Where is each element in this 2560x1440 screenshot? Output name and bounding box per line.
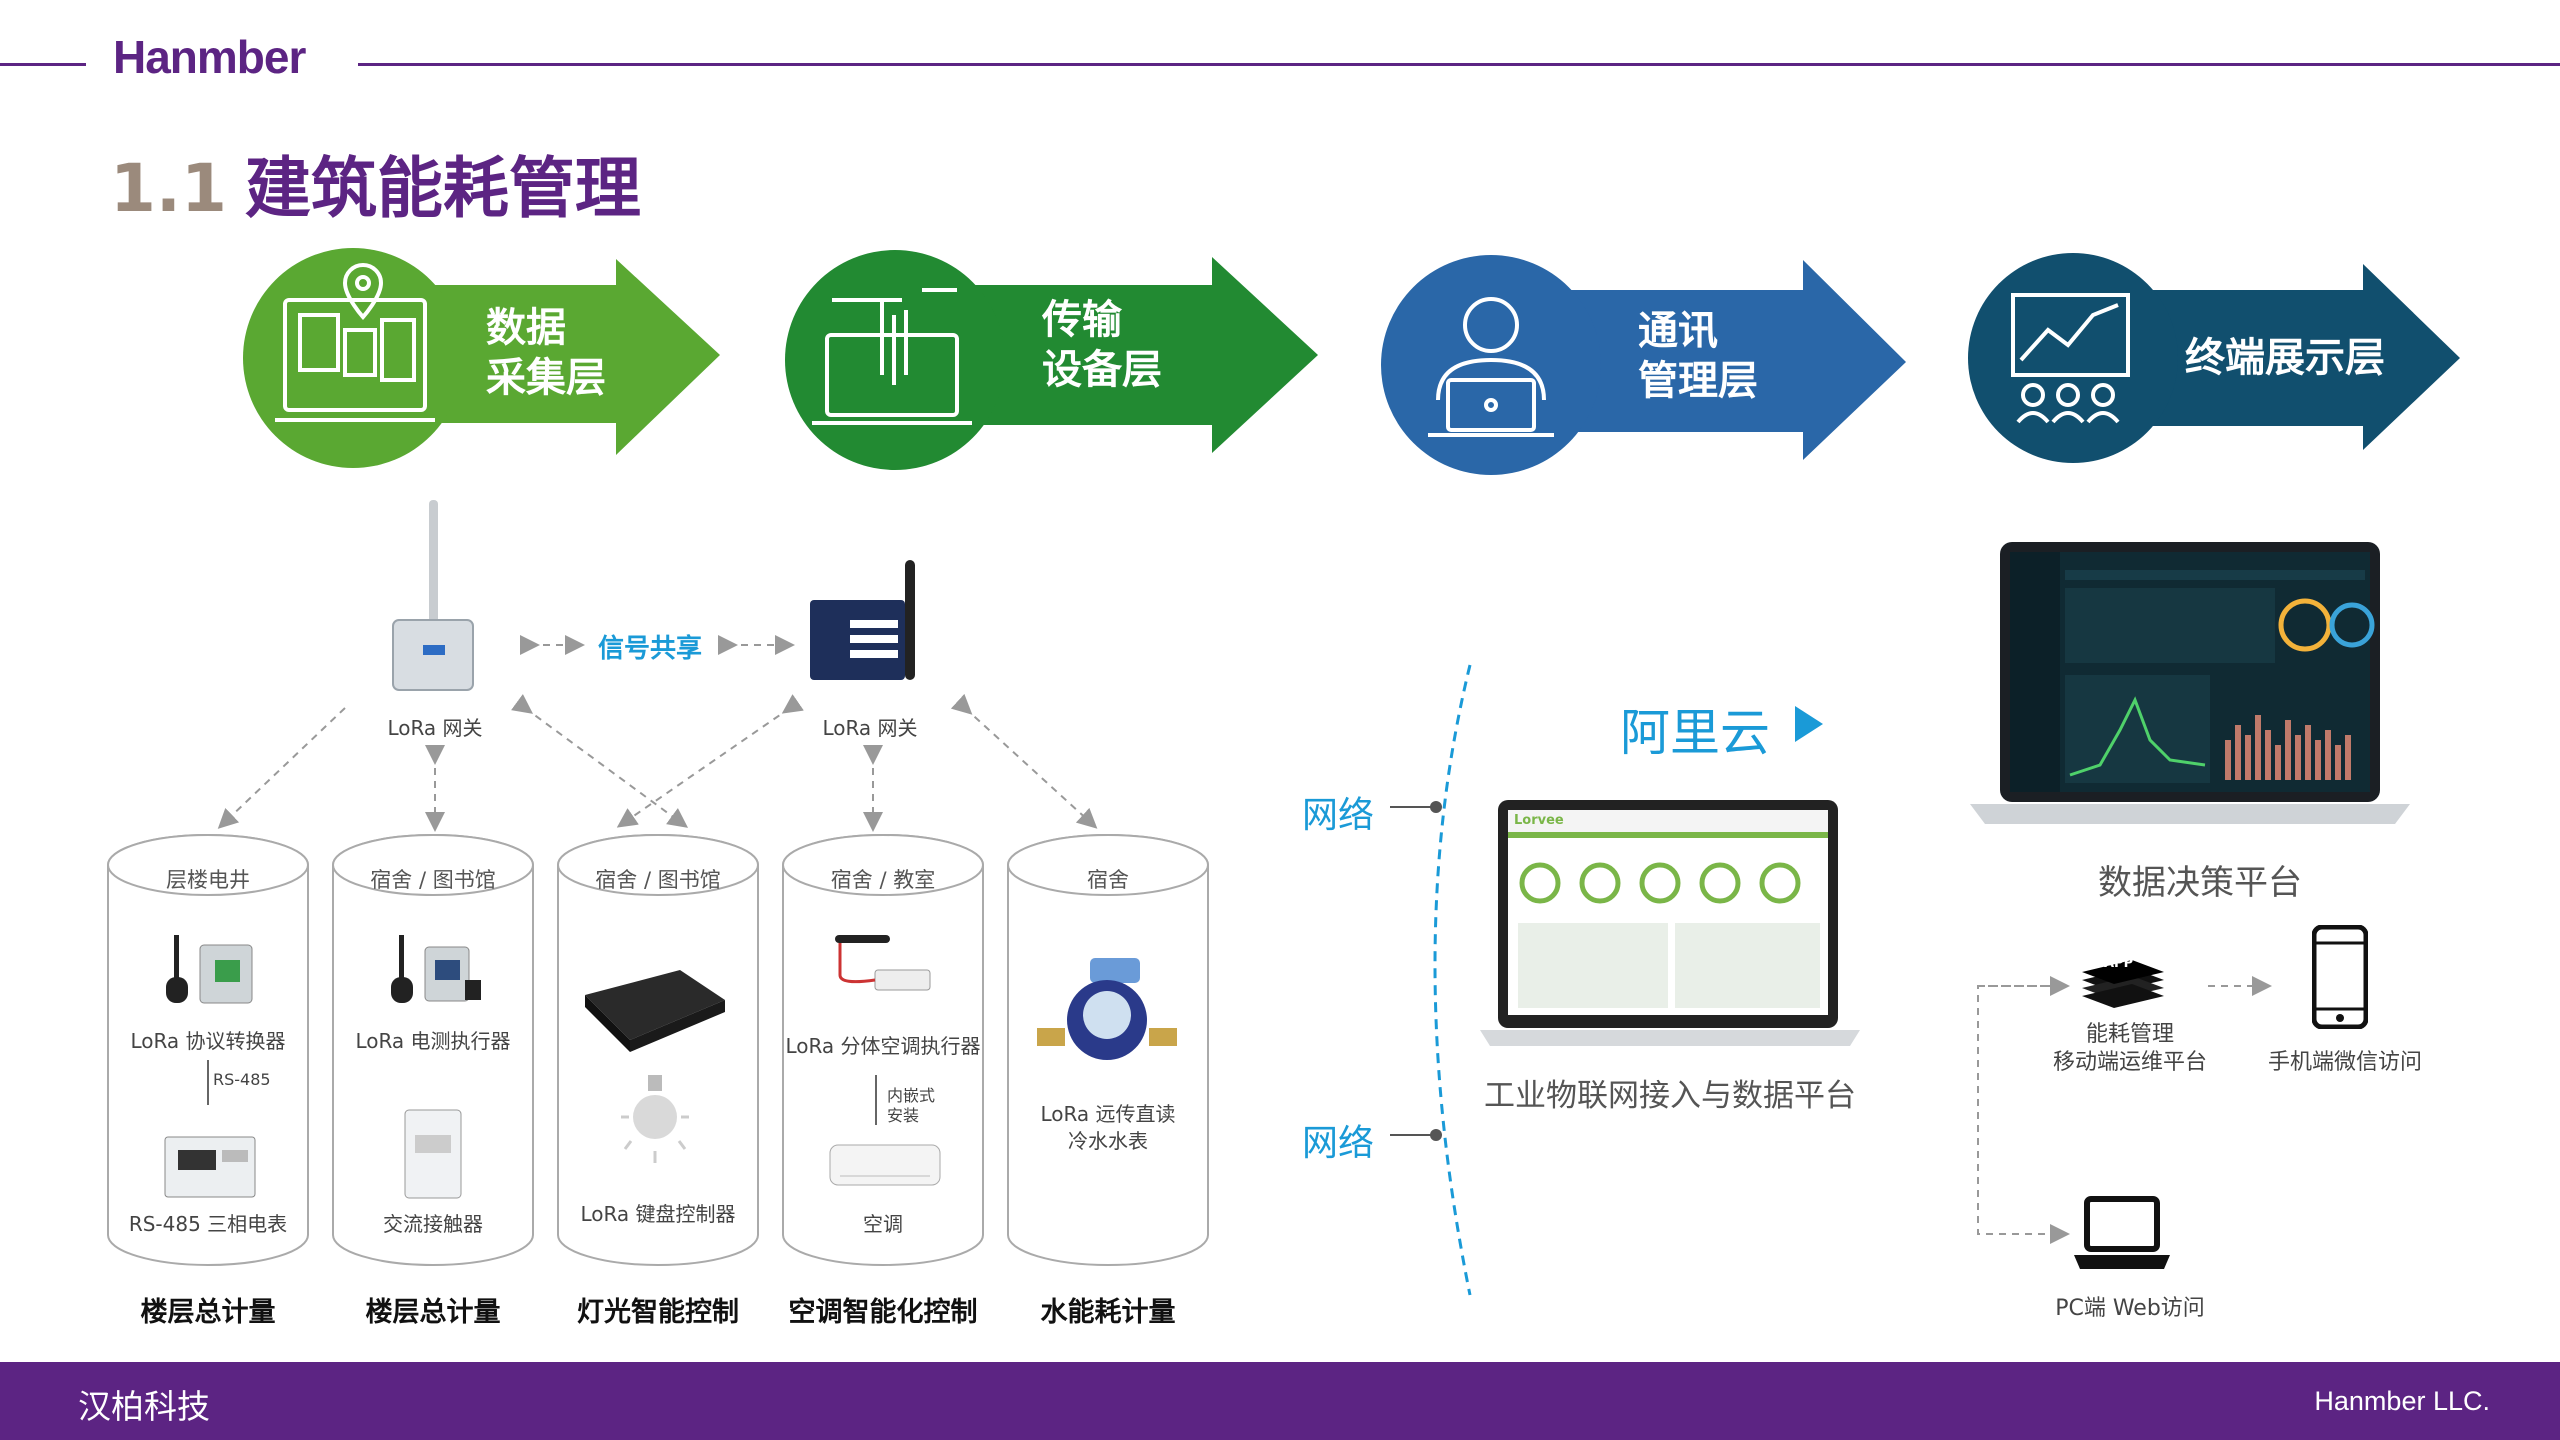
install-note-line1: 内嵌式 bbox=[887, 1086, 936, 1105]
layer-label-line1: 终端展示层 bbox=[2185, 335, 2385, 381]
device-label: LoRa 远传直读 bbox=[1040, 1102, 1176, 1126]
arrow-shape bbox=[243, 248, 720, 468]
light-bulb-icon bbox=[615, 1075, 695, 1170]
layer-banner-terminal-display: 终端展示层 bbox=[1963, 250, 2463, 480]
company-logo: Hanmber bbox=[113, 31, 306, 83]
cylinder-title: 宿舍 bbox=[1087, 868, 1129, 892]
gateway-label-right: LoRa 网关 bbox=[822, 716, 918, 740]
protocol-converter-device bbox=[160, 925, 260, 1010]
app-label-line1: 能耗管理 bbox=[2085, 1022, 2174, 1047]
cylinder-title: 宿舍 / 图书馆 bbox=[595, 868, 721, 892]
arrow-shape bbox=[785, 250, 1318, 470]
device-label: RS-485 三相电表 bbox=[128, 1212, 288, 1236]
footer-company-en: Hanmber LLC. bbox=[2314, 1386, 2490, 1416]
iot-platform-laptop bbox=[1470, 798, 1870, 1058]
device-label: LoRa 键盘控制器 bbox=[580, 1202, 736, 1226]
cylinder-caption: 楼层总计量 bbox=[140, 1297, 276, 1328]
iot-platform-label: 工业物联网接入与数据平台 bbox=[1484, 1078, 1856, 1114]
layer-label-line2: 管理层 bbox=[1638, 358, 1758, 404]
ac-contactor-device bbox=[395, 1105, 475, 1205]
footer-bar: 汉柏科技 Hanmber LLC. bbox=[0, 1362, 2560, 1440]
layer-banner-data-collection: 数据 采集层 bbox=[240, 245, 720, 475]
decision-platform-laptop bbox=[1970, 540, 2410, 830]
layer-label-line2: 设备层 bbox=[1042, 347, 1162, 393]
signal-share-label: 信号共享 bbox=[597, 634, 702, 664]
cloud-label: 阿里云 bbox=[1620, 704, 1770, 762]
device-label: LoRa 分体空调执行器 bbox=[785, 1034, 981, 1058]
screen-logo-text: Lorvee bbox=[1514, 813, 1564, 828]
user-laptop-icon bbox=[1428, 297, 1554, 437]
ac-actuator-device bbox=[830, 930, 940, 1010]
cylinder-title: 层楼电井 bbox=[166, 868, 250, 892]
app-stack-icon bbox=[2072, 950, 2172, 1010]
laptop-network-icon bbox=[812, 288, 972, 425]
layer-label-line1: 传输 bbox=[1042, 297, 1122, 343]
analytics-audience-icon bbox=[2011, 293, 2130, 424]
city-map-icon bbox=[275, 262, 435, 422]
embedded-connector-line bbox=[875, 1075, 877, 1125]
layer-label-line1: 数据 bbox=[486, 305, 566, 351]
pc-laptop-icon bbox=[2072, 1195, 2172, 1275]
decision-platform-label: 数据决策平台 bbox=[2098, 863, 2302, 903]
power-measurement-device bbox=[385, 925, 485, 1010]
device-label: LoRa 电测执行器 bbox=[355, 1029, 511, 1053]
play-arrow-icon bbox=[1795, 706, 1823, 742]
cylinder-title: 宿舍 / 教室 bbox=[830, 868, 936, 892]
app-badge-text: APP bbox=[2104, 956, 2134, 971]
device-label: 空调 bbox=[863, 1212, 903, 1236]
network-label-bottom: 网络 bbox=[1302, 1123, 1375, 1164]
pc-access-label: PC端 Web访问 bbox=[2055, 1296, 2205, 1321]
network-label-top: 网络 bbox=[1302, 795, 1375, 836]
cylinder-caption: 灯光智能控制 bbox=[577, 1297, 739, 1328]
lora-gateway-device-right bbox=[805, 555, 935, 695]
layer-banner-transmission: 传输 设备层 bbox=[782, 245, 1322, 475]
keypad-panel-device bbox=[580, 960, 730, 1060]
water-meter-device bbox=[1035, 950, 1185, 1075]
rs485-label: RS-485 bbox=[213, 1070, 271, 1089]
layer-label-line1: 通讯 bbox=[1638, 308, 1718, 354]
header-line-left bbox=[0, 63, 86, 66]
cylinder-caption: 空调智能化控制 bbox=[788, 1297, 978, 1328]
header-line-right bbox=[358, 63, 2560, 66]
device-label: 交流接触器 bbox=[383, 1212, 483, 1236]
cylinder-caption: 水能耗计量 bbox=[1040, 1297, 1176, 1328]
layer-label-line2: 采集层 bbox=[486, 355, 606, 401]
layer-banner-communication: 通讯 管理层 bbox=[1378, 250, 1908, 480]
air-conditioner-device bbox=[825, 1140, 945, 1195]
app-label-line2: 移动端运维平台 bbox=[2052, 1050, 2207, 1075]
cylinder-title: 宿舍 / 图书馆 bbox=[370, 868, 496, 892]
three-phase-meter-device bbox=[160, 1125, 260, 1205]
arrow-shape bbox=[1381, 255, 1906, 475]
gateway-label-left: LoRa 网关 bbox=[387, 716, 483, 740]
network-curve bbox=[1433, 664, 1472, 1296]
lora-gateway-device-left bbox=[385, 500, 485, 700]
arrow-shape bbox=[1968, 253, 2460, 463]
cylinder-caption: 楼层总计量 bbox=[365, 1297, 501, 1328]
install-note-line2: 安装 bbox=[887, 1106, 920, 1125]
device-label: LoRa 协议转换器 bbox=[130, 1029, 286, 1053]
smartphone-icon bbox=[2311, 924, 2369, 1030]
footer-company-cn: 汉柏科技 bbox=[78, 1387, 210, 1426]
device-label: 冷水水表 bbox=[1068, 1129, 1148, 1153]
rs485-connector-line bbox=[207, 1060, 209, 1105]
phone-access-label: 手机端微信访问 bbox=[2267, 1050, 2422, 1075]
